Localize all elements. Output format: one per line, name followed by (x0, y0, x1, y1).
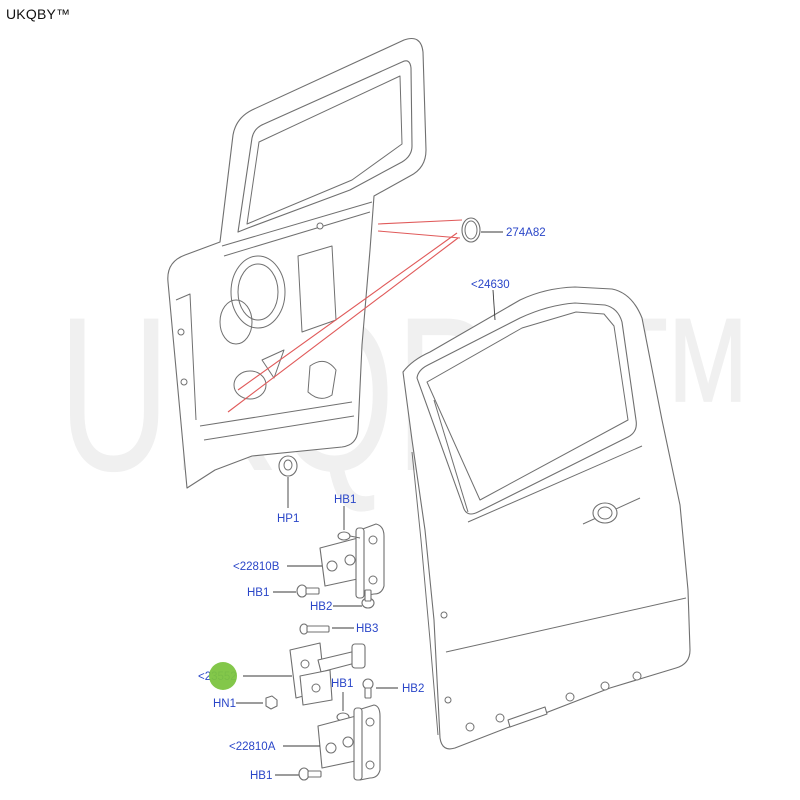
inner-panel-window-inner-line (246, 75, 403, 225)
callout-nut-hn1: HN1 (213, 695, 278, 710)
callout-bolt-hb1-upper-hinge: HB1 (247, 584, 320, 599)
bolt-hb2-upper-shaft (364, 589, 372, 602)
bolt-hb2-lower-label: HB2 (402, 683, 424, 695)
door-slot (507, 706, 548, 728)
callout-bolt-hb2-lower: HB2 (362, 678, 424, 699)
inner-panel-hole (180, 378, 188, 386)
latch-opening (307, 360, 337, 399)
inner-panel-hole (177, 328, 185, 336)
check-strap-hole (300, 659, 310, 669)
lower-hinge-door-plate (357, 704, 381, 781)
upper-hinge-hole (368, 575, 378, 585)
grommet-label: 274A82 (506, 227, 546, 239)
plug-center (283, 459, 293, 471)
door-handle-inner (597, 506, 613, 520)
door-window-inner-line (426, 311, 629, 501)
red-callout-line (377, 230, 461, 239)
inner-panel-belt-line (221, 201, 373, 247)
inner-panel-left-flange (175, 293, 197, 421)
upper-hinge-hole (326, 560, 338, 572)
door-feature-line (445, 597, 687, 653)
inner-panel-window-opening (237, 60, 413, 233)
door-belt-line (467, 445, 643, 523)
callout-check-strap: <23552 (198, 642, 366, 706)
bolt-hb1-lower-label: HB1 (331, 678, 353, 690)
bolt-hb2-lower-shaft (364, 687, 372, 699)
door-shell-leader-line (492, 289, 496, 321)
door-window-pillar-line (433, 399, 469, 513)
door-drain-hole (600, 681, 610, 691)
door-drain-hole (495, 713, 505, 723)
bolt-hb1-top-head (337, 531, 351, 541)
lower-hinge-label: <22810A (229, 741, 276, 753)
inner-panel-lower-line-2 (203, 415, 355, 441)
red-callout-line (237, 232, 458, 391)
inner-panel-hole (316, 222, 324, 230)
callout-bolt-hb1-top: HB1 (334, 494, 361, 541)
outer-door-shell: <24630 (402, 279, 691, 750)
highlight-marker (209, 662, 237, 690)
lower-access-hole (233, 370, 267, 400)
lower-hinge-pin (353, 707, 363, 781)
bolt-hb3-label: HB3 (356, 623, 378, 635)
speaker-opening-inner (237, 263, 279, 321)
callout-bolt-hb3: HB3 (299, 623, 378, 635)
upper-hinge-label: <22810B (233, 561, 280, 573)
door-drain-hole (632, 671, 642, 681)
bolt-hb1-upper-hinge-shaft (305, 587, 320, 595)
callout-hinge-upper: <22810B (233, 523, 385, 599)
callout-plug: HP1 (277, 455, 299, 525)
brand-text: UKQBY™ (6, 6, 71, 22)
door-window-opening (416, 302, 637, 515)
grommet-location-lines (227, 219, 463, 413)
door-handle (592, 502, 618, 524)
speaker-opening (230, 255, 286, 329)
check-strap-hole (311, 683, 321, 693)
check-strap-stop (351, 643, 366, 669)
bolt-hb1-lower-hinge-label: HB1 (250, 770, 272, 782)
door-drain-hole (465, 722, 475, 732)
bolt-hb1-upper-hinge-label: HB1 (247, 587, 269, 599)
bolt-hb1-top-shaft (349, 535, 361, 539)
bolt-hb1-lower-hinge-shaft (307, 770, 322, 778)
door-shell-label: <24630 (471, 279, 510, 291)
door-edge-line (411, 451, 439, 736)
callout-grommet: 274A82 (461, 217, 546, 243)
callout-hinge-lower: <22810A (229, 704, 381, 781)
bolt-hb2-upper-label: HB2 (310, 601, 332, 613)
lower-hinge-hole (325, 742, 337, 754)
bolt-hb1-top-label: HB1 (334, 494, 356, 506)
red-callout-line (377, 219, 463, 225)
lower-hinge-hole (342, 736, 354, 748)
callout-bolt-hb1-lower: HB1 (331, 678, 353, 722)
door-edge-hole (440, 611, 448, 619)
inner-door-panel (167, 37, 427, 489)
bolt-hb3-shaft (306, 625, 330, 633)
inner-panel-belt-line-2 (223, 211, 371, 257)
upper-hinge-pin (355, 527, 365, 599)
upper-hinge-hole (368, 535, 378, 545)
door-drain-hole (565, 692, 575, 702)
upper-hinge-door-plate (359, 523, 385, 597)
grommet-part-inner (464, 220, 478, 240)
callout-bolt-hb1-lower-hinge: HB1 (250, 767, 322, 782)
red-callout-line (227, 237, 459, 413)
nut-hn1-part (265, 695, 278, 710)
access-hole (219, 299, 253, 345)
upper-hinge-hole (344, 554, 356, 566)
door-edge-hole (444, 696, 452, 704)
plug-label: HP1 (277, 513, 299, 525)
lower-hinge-hole (365, 717, 375, 727)
inner-panel-lower-line (199, 401, 353, 427)
callout-bolt-hb2-upper: HB2 (310, 589, 375, 613)
lower-hinge-hole (365, 760, 375, 770)
nut-hn1-label: HN1 (213, 698, 236, 710)
plug-flange (278, 455, 298, 477)
